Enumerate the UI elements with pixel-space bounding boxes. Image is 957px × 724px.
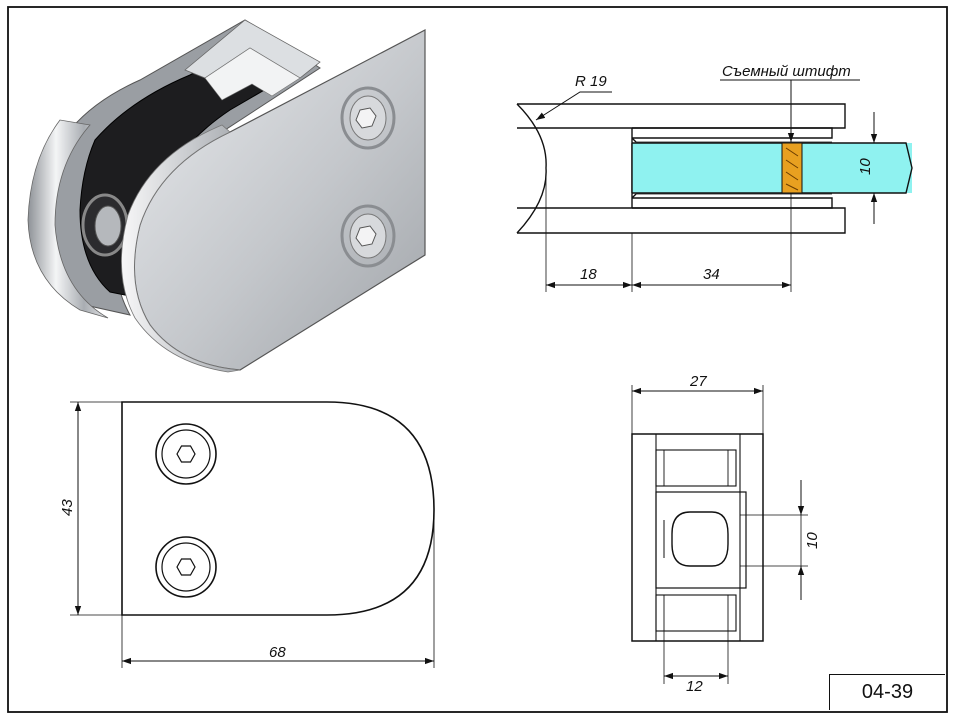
front-view xyxy=(121,401,435,616)
dim-side-slot: 10 xyxy=(804,532,821,549)
removable-pin-callout: Съемный штифт xyxy=(722,63,851,80)
dim-section-glass: 10 xyxy=(857,158,874,175)
removable-pin xyxy=(781,142,803,194)
dim-section-offset: 18 xyxy=(580,266,597,283)
glass-panel xyxy=(632,143,912,193)
front-screw-icon xyxy=(155,536,217,598)
side-slot xyxy=(671,511,729,567)
section-view xyxy=(516,103,913,234)
plate-screw-icon xyxy=(340,86,396,150)
front-dimensions xyxy=(70,401,435,668)
side-dimensions xyxy=(631,385,808,684)
drawing-code-label: 04-39 xyxy=(829,674,945,710)
radius-callout: R 19 xyxy=(575,73,607,90)
dim-side-bottom: 12 xyxy=(686,678,703,695)
dim-section-depth: 34 xyxy=(703,266,720,283)
dim-front-height: 43 xyxy=(59,499,76,516)
plate-screw-icon xyxy=(340,204,396,268)
section-dimensions xyxy=(535,79,880,292)
front-screw-icon xyxy=(155,423,217,485)
dim-side-width: 27 xyxy=(689,373,707,390)
dim-front-width: 68 xyxy=(269,644,286,661)
isometric-view xyxy=(27,19,426,373)
sheet-frame xyxy=(7,6,948,713)
side-view xyxy=(631,433,764,642)
